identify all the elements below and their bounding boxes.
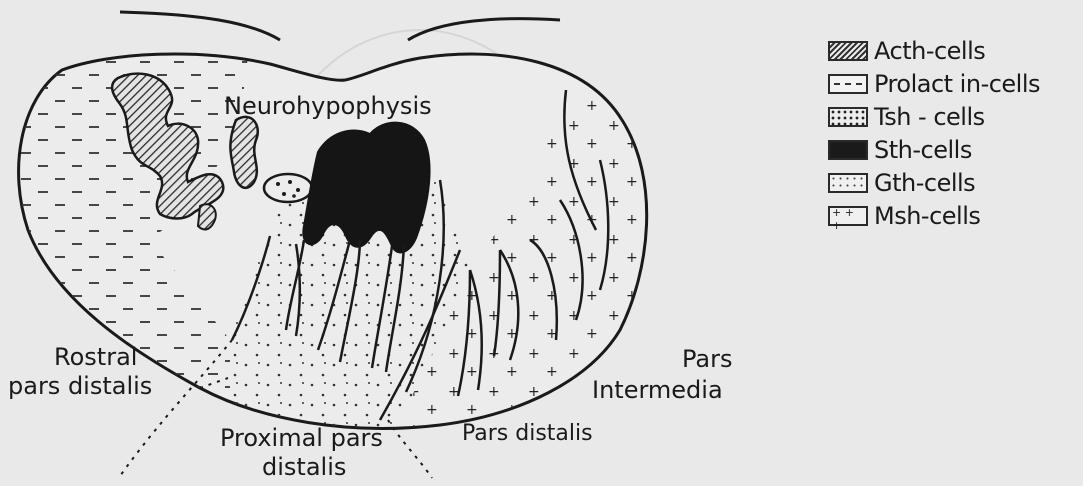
legend-label: Sth-cells <box>874 136 972 164</box>
faint-background-text: Pars distalis <box>462 421 593 446</box>
hatched-swatch-icon <box>828 41 868 61</box>
label-rostral-line1: Rostral <box>54 343 137 371</box>
legend-label: Gth-cells <box>874 169 975 197</box>
legend-item-sth: Sth-cells <box>828 133 1040 166</box>
legend: Acth-cells Prolact in-cells Tsh - cells … <box>828 34 1040 232</box>
dashed-swatch-icon <box>828 74 868 94</box>
sparse-dots-swatch-icon <box>828 173 868 193</box>
legend-item-gth: Gth-cells <box>828 166 1040 199</box>
acth-lobe-small <box>230 117 257 188</box>
label-intermedia-line2: Intermedia <box>592 376 723 404</box>
tsh-cluster <box>264 174 312 202</box>
legend-label: Prolact in-cells <box>874 70 1040 98</box>
legend-label: Acth-cells <box>874 37 985 65</box>
legend-item-prolactin: Prolact in-cells <box>828 67 1040 100</box>
label-intermedia-line1: Pars <box>682 345 732 373</box>
legend-item-msh: Msh-cells <box>828 199 1040 232</box>
legend-label: Msh-cells <box>874 202 980 230</box>
crosses-swatch-icon <box>828 206 868 226</box>
legend-item-tsh: Tsh - cells <box>828 100 1040 133</box>
label-proximal-line1: Proximal pars <box>220 424 383 452</box>
stalk-left-curve <box>120 12 280 40</box>
stalk-right-curve <box>408 19 560 40</box>
label-rostral-line2: pars distalis <box>8 372 152 400</box>
solid-black-swatch-icon <box>828 140 868 160</box>
legend-label: Tsh - cells <box>874 103 985 131</box>
label-neurohypophysis: Neurohypophysis <box>224 92 432 120</box>
legend-item-acth: Acth-cells <box>828 34 1040 67</box>
dense-dots-swatch-icon <box>828 107 868 127</box>
label-proximal-line2: distalis <box>262 453 346 481</box>
